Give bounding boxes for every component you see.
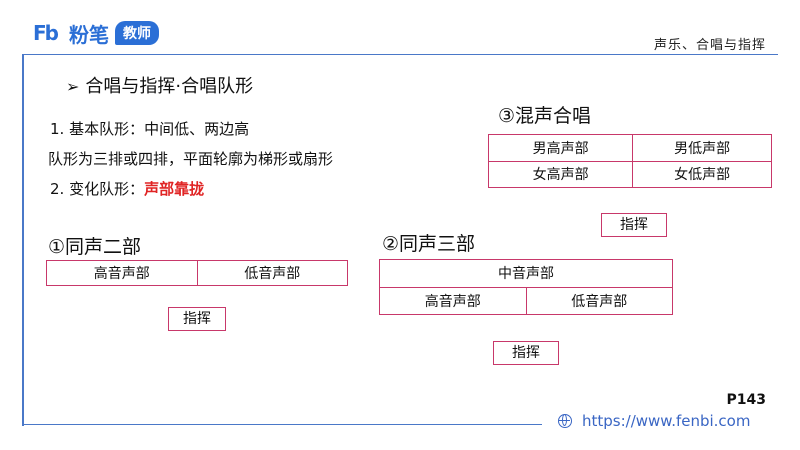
section2-cell-mid: 中音声部 (379, 259, 673, 288)
section1-cell-high: 高音声部 (46, 260, 198, 286)
arrow-bullet-icon: ➢ (66, 77, 80, 96)
logo-mark: Fb (33, 21, 59, 45)
slide-heading: ➢ 合唱与指挥·合唱队形 (66, 72, 253, 98)
section3-title: ③混声合唱 (498, 105, 592, 127)
section1-title: ①同声二部 (48, 236, 142, 258)
section3-cell-male-high: 男高声部 (487, 134, 634, 162)
section2-conductor: 指挥 (493, 341, 559, 365)
url-text[interactable]: https://www.fenbi.com (582, 412, 751, 430)
section3-conductor: 指挥 (601, 213, 667, 237)
logo-text: 粉笔 (69, 22, 109, 47)
section3-cell-male-low: 男低声部 (632, 134, 772, 162)
logo-tag: 教师 (115, 21, 159, 45)
section3-table: 男高声部 男低声部 女高声部 女低声部 (487, 134, 772, 188)
section2-title: ②同声三部 (382, 233, 476, 255)
section1-cell-low: 低音声部 (196, 260, 348, 286)
section3-cell-female-high: 女高声部 (487, 160, 634, 188)
variant-highlight: 声部靠拢 (144, 180, 205, 198)
footer-url[interactable]: https://www.fenbi.com (558, 412, 750, 430)
section2-cell-low: 低音声部 (525, 286, 673, 315)
formation-description: 队形为三排或四排，平面轮廓为梯形或扇形 (48, 150, 334, 168)
fenbi-logo: Fb 粉笔 教师 (33, 20, 159, 47)
basic-formation-text: 1. 基本队形：中间低、两边高 (50, 120, 250, 138)
section3-cell-female-low: 女低声部 (632, 160, 772, 188)
section1-table: 高音声部 低音声部 (46, 260, 348, 286)
left-frame-line (22, 54, 24, 426)
variant-label: 2. 变化队形： (50, 180, 145, 198)
heading-text: 合唱与指挥·合唱队形 (85, 76, 254, 97)
section1-conductor: 指挥 (168, 307, 226, 331)
section2-cell-high: 高音声部 (379, 286, 527, 315)
page-number: P143 (726, 392, 766, 408)
topic-title: 声乐、合唱与指挥 (653, 38, 766, 53)
section2-table: 中音声部 高音声部 低音声部 (379, 259, 673, 315)
bottom-frame-line (22, 424, 542, 425)
header-divider (22, 54, 778, 55)
variant-formation-text: 2. 变化队形：声部靠拢 (50, 178, 204, 199)
globe-icon (558, 414, 572, 428)
